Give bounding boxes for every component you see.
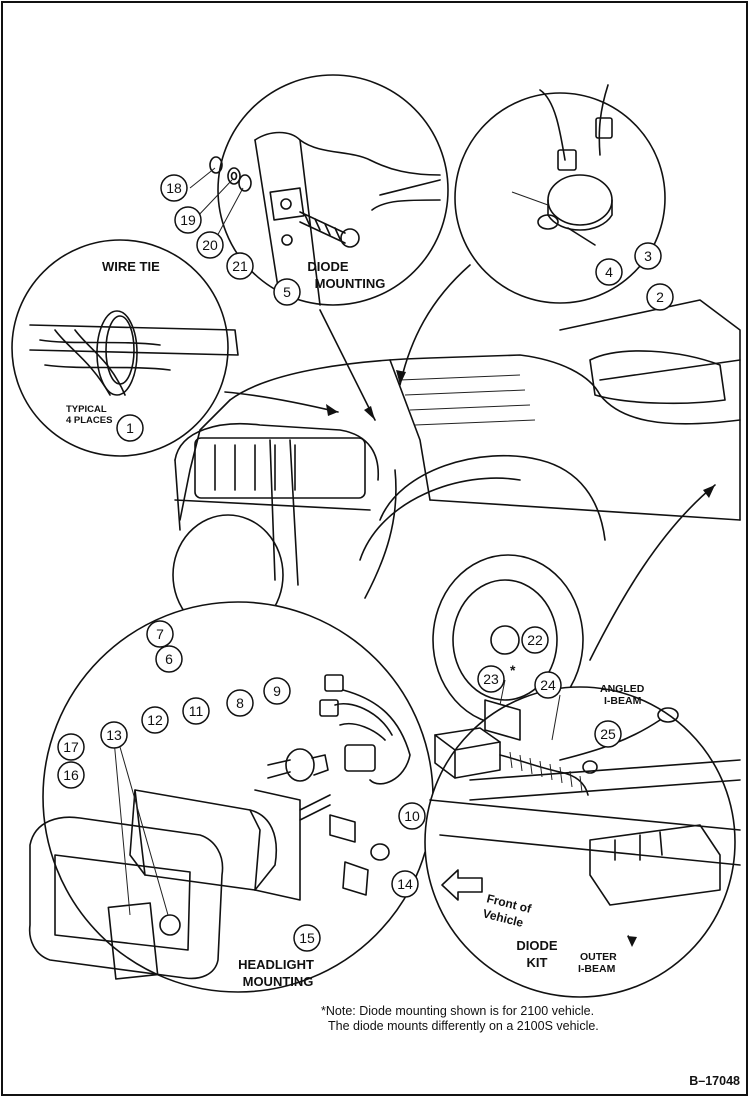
callout-1: 1 <box>116 414 144 442</box>
callout-19: 19 <box>174 206 202 234</box>
outer-i-beam-label-line2: I-BEAM <box>578 963 616 975</box>
callout-18: 18 <box>160 174 188 202</box>
callout-7: 7 <box>146 620 174 648</box>
svg-text:22: 22 <box>527 632 543 648</box>
hardware-washers <box>189 156 252 241</box>
svg-text:13: 13 <box>106 727 122 743</box>
headlight-mounting-label-line2: MOUNTING <box>243 974 314 989</box>
outer-i-beam-label-line1: OUTER <box>580 951 617 963</box>
svg-text:10: 10 <box>404 808 420 824</box>
callout-21: 21 <box>226 252 254 280</box>
diode-mounting-label-line2: MOUNTING <box>315 276 386 291</box>
diode-kit-label-line2: KIT <box>527 955 548 970</box>
svg-text:4: 4 <box>605 264 613 280</box>
angled-i-beam-label-line2: I-BEAM <box>604 695 642 707</box>
svg-text:19: 19 <box>180 212 196 228</box>
wire-tie-label: WIRE TIE <box>102 259 160 274</box>
callout-4: 4 <box>595 258 623 286</box>
svg-text:1: 1 <box>126 420 134 436</box>
svg-text:12: 12 <box>147 712 163 728</box>
callout-8: 8 <box>226 689 254 717</box>
note-line1: *Note: Diode mounting shown is for 2100 … <box>321 1004 594 1018</box>
typical-places-label-line2: 4 PLACES <box>66 415 112 426</box>
diode-kit-label-line1: DIODE <box>516 938 558 953</box>
svg-text:18: 18 <box>166 180 182 196</box>
svg-text:5: 5 <box>283 284 291 300</box>
svg-text:2: 2 <box>656 289 664 305</box>
callout-20: 20 <box>196 231 224 259</box>
note-line2: The diode mounts differently on a 2100S … <box>328 1019 599 1033</box>
callout-balloons: 1 2 3 4 5 6 7 8 9 10 11 12 13 14 15 16 1… <box>57 174 674 952</box>
svg-text:23: 23 <box>483 671 499 687</box>
callout-17: 17 <box>57 733 85 761</box>
callout-6: 6 <box>155 645 183 673</box>
callout-5: 5 <box>273 278 301 306</box>
callout-23: 23 <box>477 665 505 693</box>
svg-text:3: 3 <box>644 248 652 264</box>
callout-22: 22 <box>521 626 549 654</box>
diode-kit-detail <box>424 679 741 998</box>
svg-text:16: 16 <box>63 767 79 783</box>
vehicle-illustration <box>172 299 741 726</box>
svg-text:6: 6 <box>165 651 173 667</box>
svg-text:8: 8 <box>236 695 244 711</box>
svg-text:20: 20 <box>202 237 218 253</box>
svg-text:17: 17 <box>63 739 79 755</box>
svg-text:21: 21 <box>232 258 248 274</box>
callout-11: 11 <box>182 697 210 725</box>
svg-text:11: 11 <box>189 703 204 719</box>
wire-tie-detail <box>11 239 239 457</box>
callout-9: 9 <box>263 677 291 705</box>
callout-3: 3 <box>634 242 662 270</box>
headlight-mounting-label-line1: HEADLIGHT <box>238 957 314 972</box>
svg-text:9: 9 <box>273 683 281 699</box>
diode-mounting-detail <box>217 74 449 306</box>
callout-25: 25 <box>594 720 622 748</box>
callout-13: 13 <box>100 721 128 749</box>
drawing-id: B–17048 <box>689 1074 740 1088</box>
angled-i-beam-label-line1: ANGLED <box>600 683 645 695</box>
asterisk-marker: * <box>510 662 516 678</box>
svg-text:14: 14 <box>397 876 413 892</box>
callout-24: 24 <box>534 671 562 699</box>
svg-text:15: 15 <box>299 930 315 946</box>
typical-places-label-line1: TYPICAL <box>66 404 107 415</box>
leader-arrows <box>224 264 716 661</box>
diode-component-detail <box>454 84 666 304</box>
callout-2: 2 <box>646 283 674 311</box>
callout-12: 12 <box>141 706 169 734</box>
diode-mounting-label-line1: DIODE <box>307 259 349 274</box>
headlight-mounting-detail <box>28 601 434 993</box>
svg-text:24: 24 <box>540 677 556 693</box>
callout-15: 15 <box>293 924 321 952</box>
callout-14: 14 <box>391 870 419 898</box>
svg-text:7: 7 <box>156 626 164 642</box>
callout-16: 16 <box>57 761 85 789</box>
callout-10: 10 <box>398 802 426 830</box>
svg-text:25: 25 <box>600 726 616 742</box>
